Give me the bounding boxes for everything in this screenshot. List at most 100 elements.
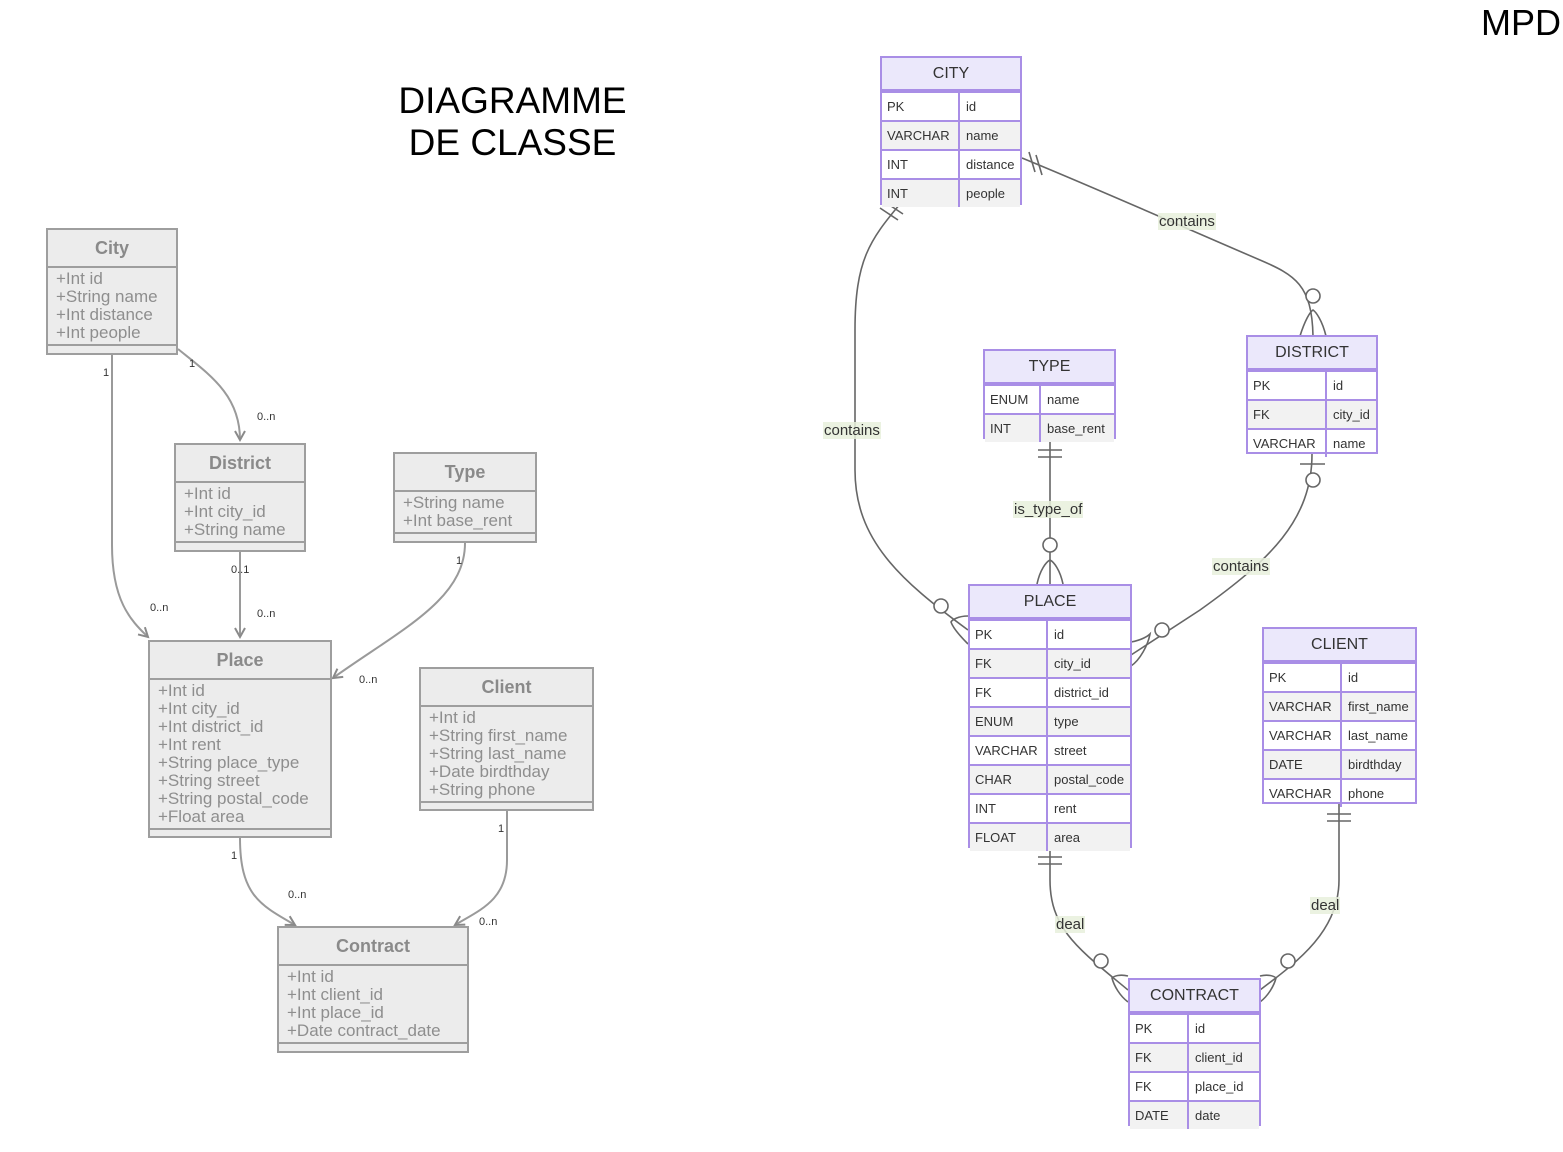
mult-place-contract-src: 1 [231, 850, 238, 862]
er-entity-name: CITY [882, 58, 1020, 91]
uml-attributes: +Int id +Int city_id +String name [176, 483, 304, 543]
uml-attribute: +Int client_id [287, 985, 383, 1004]
er-col-name: people [966, 186, 1006, 201]
er-col-type: DATE [1264, 751, 1342, 778]
class-diagram-title-line1: DIAGRAMME [398, 80, 627, 121]
uml-attribute: +Int district_id [158, 717, 264, 736]
er-col-type: FK [1130, 1044, 1189, 1071]
mult-client-contract-dst: 0..n [479, 916, 498, 928]
er-row: FK place_id [1130, 1071, 1259, 1100]
er-mark-place-many-1 [950, 615, 969, 645]
er-col-name: city_id [1054, 656, 1091, 671]
er-col-type: FLOAT [970, 824, 1048, 851]
uml-class-contract[interactable]: Contract +Int id +Int client_id +Int pla… [277, 926, 469, 1053]
uml-class-name: Contract [279, 928, 467, 966]
er-entity-name: CLIENT [1264, 629, 1415, 662]
er-row: FLOAT area [970, 822, 1130, 851]
er-col-name: place_id [1195, 1079, 1244, 1094]
er-col-name: area [1054, 830, 1081, 845]
er-link-city-place [854, 203, 969, 631]
uml-class-client[interactable]: Client +Int id +String first_name +Strin… [419, 667, 594, 811]
mult-type-place-src: 1 [456, 555, 463, 567]
er-col-name: name [1047, 392, 1080, 407]
uml-attributes: +Int id +Int city_id +Int district_id +I… [150, 680, 330, 830]
uml-class-district[interactable]: District +Int id +Int city_id +String na… [174, 443, 306, 552]
uml-class-city[interactable]: City +Int id +String name +Int distance … [46, 228, 178, 355]
er-col-type: CHAR [970, 766, 1048, 793]
uml-attribute: +String name [56, 287, 158, 306]
mult-district-place-src: 0..1 [231, 564, 250, 576]
er-col-name: postal_code [1054, 772, 1125, 787]
er-col-type: VARCHAR [1248, 430, 1327, 457]
uml-attribute: +String last_name [429, 744, 567, 763]
uml-attribute: +Int people [56, 323, 141, 342]
uml-attribute: +Int id [56, 269, 103, 288]
uml-link-client-contract [453, 811, 508, 927]
uml-attributes: +Int id +Int client_id +Int place_id +Da… [279, 966, 467, 1044]
er-mark-city-one-2 [1035, 154, 1043, 176]
er-col-name: city_id [1333, 407, 1370, 422]
er-col-name: last_name [1348, 728, 1408, 743]
er-col-name: id [1348, 670, 1359, 685]
uml-class-name: Client [421, 669, 592, 707]
class-diagram-title: DIAGRAMME DE CLASSE [380, 80, 645, 164]
mpd-title: MPD [1481, 2, 1561, 43]
er-col-name: id [1195, 1021, 1206, 1036]
uml-attribute: +Float area [158, 807, 245, 826]
uml-attribute: +Int base_rent [403, 511, 513, 530]
er-col-type: PK [1248, 372, 1327, 399]
uml-link-city-district [177, 348, 246, 443]
uml-link-place-contract [239, 837, 297, 927]
er-col-name: id [966, 99, 977, 114]
er-row: PK id [1248, 370, 1376, 399]
mult-city-district-dst: 0..n [257, 411, 276, 423]
uml-class-place[interactable]: Place +Int id +Int city_id +Int district… [148, 640, 332, 838]
er-col-name: id [1333, 378, 1344, 393]
er-mark-city-one-1 [1028, 151, 1036, 173]
er-label-city-place: contains [823, 422, 881, 439]
uml-attribute: +String name [184, 520, 286, 539]
er-col-type: INT [970, 795, 1048, 822]
er-col-name: date [1195, 1108, 1221, 1123]
uml-attribute: +Int id [287, 967, 334, 986]
er-col-type: ENUM [970, 708, 1048, 735]
class-diagram-title-line2: DE CLASSE [408, 122, 617, 163]
er-row: PK id [882, 91, 1020, 120]
er-entity-name: DISTRICT [1248, 337, 1376, 370]
er-label-city-district: contains [1158, 213, 1216, 230]
er-col-type: PK [882, 93, 960, 120]
er-entity-name: CONTRACT [1130, 980, 1259, 1013]
er-col-name: first_name [1348, 699, 1409, 714]
uml-link-type-place [331, 542, 466, 680]
uml-attributes: +Int id +String first_name +String last_… [421, 707, 592, 803]
uml-class-type[interactable]: Type +String name +Int base_rent [393, 452, 537, 543]
er-mark-contract-zero-1 [1093, 953, 1109, 969]
uml-class-name: City [48, 230, 176, 268]
er-mark-district-many [1299, 309, 1327, 337]
mult-client-contract-src: 1 [498, 823, 505, 835]
er-mark-place-zero-1 [933, 598, 949, 614]
er-col-type: FK [1130, 1073, 1189, 1100]
er-col-type: VARCHAR [1264, 780, 1342, 807]
er-label-place-contract: deal [1055, 916, 1086, 933]
er-mark-contract-many-1 [1111, 974, 1129, 1003]
mult-district-place-dst: 0..n [257, 608, 276, 620]
er-col-type: DATE [1130, 1102, 1189, 1129]
er-mark-contract-many-2 [1259, 974, 1277, 1003]
er-col-type: PK [1130, 1015, 1189, 1042]
